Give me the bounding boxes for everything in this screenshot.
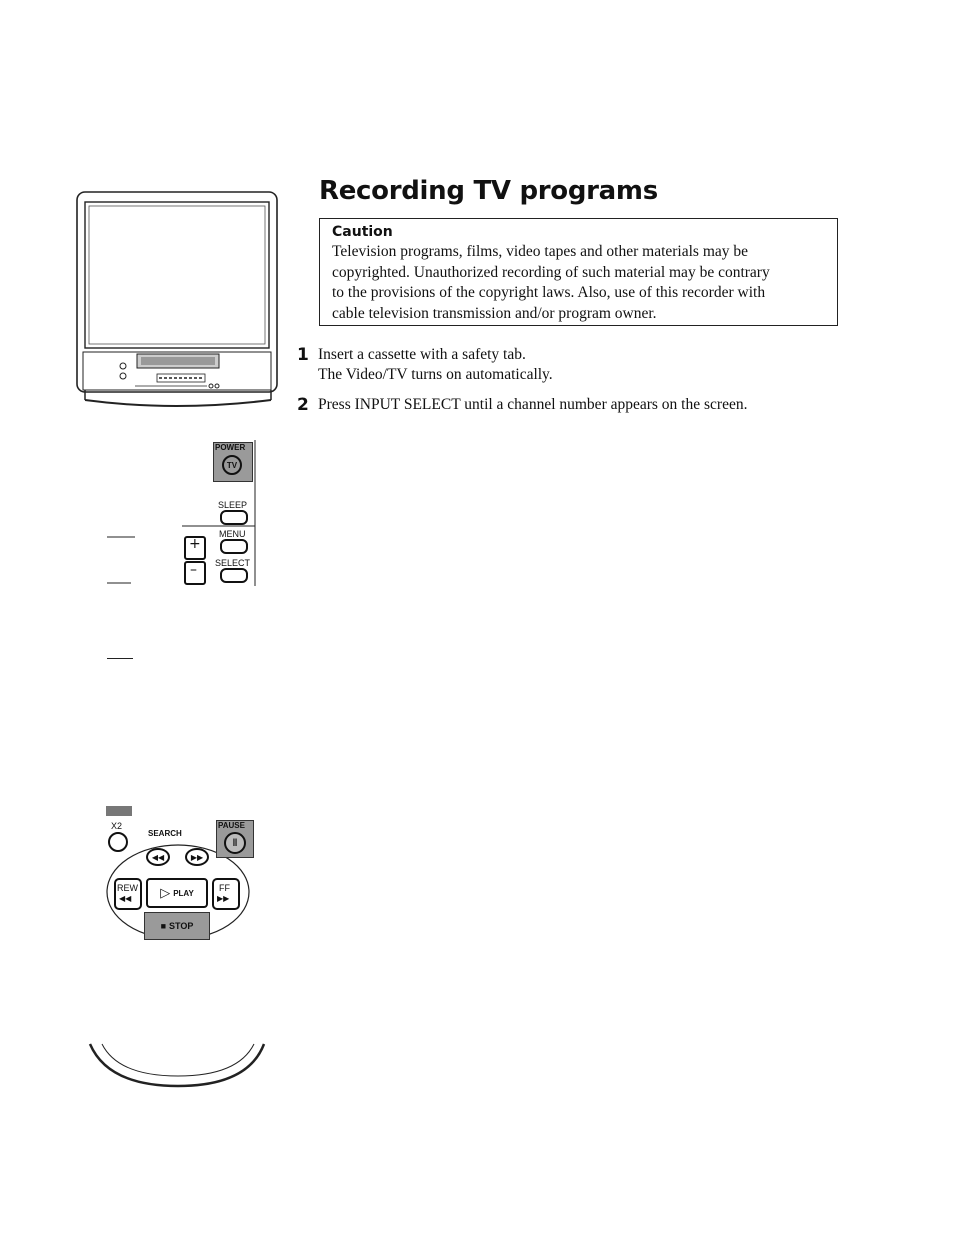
play-icon: ▷	[160, 885, 171, 900]
step-2: 2 Press INPUT SELECT until a channel num…	[297, 395, 857, 417]
caution-line: Television programs, films, video tapes …	[332, 243, 749, 260]
select-label: SELECT	[215, 558, 251, 568]
step-line: Press INPUT SELECT until a channel numbe…	[318, 396, 748, 413]
power-label: POWER	[215, 443, 246, 452]
rew-icon: ◀◀	[119, 894, 132, 903]
rew-label: REW	[117, 883, 138, 893]
step-number: 1	[297, 345, 309, 365]
pause-label: PAUSE	[218, 821, 245, 830]
sleep-label: SLEEP	[218, 500, 248, 510]
caution-body: Television programs, films, video tapes …	[332, 242, 827, 324]
step-number: 2	[297, 395, 309, 415]
stop-icon: ■	[160, 921, 167, 931]
channel-up-button[interactable]: +	[184, 536, 206, 560]
callout-line	[107, 658, 133, 659]
remote-base-outline	[88, 1043, 266, 1088]
tv-illustration	[76, 191, 278, 407]
power-button[interactable]: POWER TV	[213, 442, 253, 482]
search-label: SEARCH	[148, 829, 182, 838]
power-button-label: TV	[226, 460, 238, 470]
step-line: Insert a cassette with a safety tab.	[318, 346, 526, 363]
caution-box: Caution Television programs, films, vide…	[319, 218, 838, 326]
stop-button[interactable]: ■ STOP	[144, 912, 210, 940]
x2-button[interactable]	[108, 832, 128, 852]
remote-top-outline	[107, 440, 256, 586]
minus-icon: –	[190, 562, 197, 578]
plus-icon: +	[189, 536, 201, 552]
remote-top: POWER TV SLEEP MENU SELECT + –	[100, 440, 260, 590]
sleep-button[interactable]	[220, 510, 248, 525]
ff-icon: ▶▶	[217, 894, 230, 903]
caution-line: to the provisions of the copyright laws.…	[332, 284, 766, 301]
caution-line: cable television transmission and/or pro…	[332, 304, 657, 322]
menu-button[interactable]	[220, 539, 248, 554]
play-button[interactable]: ▷ PLAY	[146, 878, 208, 908]
search-rewind-button[interactable]: ◀◀	[146, 848, 170, 866]
ff-button[interactable]: FF ▶▶	[212, 878, 240, 910]
play-label: PLAY	[173, 888, 194, 898]
caution-heading: Caution	[332, 224, 393, 240]
channel-down-button[interactable]: –	[184, 561, 206, 585]
ff-label: FF	[219, 883, 230, 893]
fast-forward-icon: ▶▶	[190, 852, 204, 862]
step-1: 1 Insert a cassette with a safety tab. T…	[297, 345, 857, 387]
rewind-icon: ◀◀	[151, 852, 165, 862]
page-title: Recording TV programs	[319, 176, 658, 206]
pause-symbol-icon: ǁ	[232, 837, 238, 849]
pause-button[interactable]: PAUSE ǁ	[216, 820, 254, 858]
select-button[interactable]	[220, 568, 248, 583]
x2-label: X2	[111, 821, 123, 831]
pause-icon: ǁ	[224, 832, 246, 854]
stop-label: STOP	[169, 921, 194, 931]
step-line: The Video/TV turns on automatically.	[318, 366, 553, 383]
rew-button[interactable]: REW ◀◀	[114, 878, 142, 910]
remote-bottom: X2 SEARCH ◀◀ ▶▶ PAUSE ǁ REW ◀◀ ▷ PLAY FF…	[100, 800, 260, 945]
menu-label: MENU	[219, 529, 246, 539]
search-forward-button[interactable]: ▶▶	[185, 848, 209, 866]
caution-line: copyrighted. Unauthorized recording of s…	[332, 263, 770, 281]
power-icon: TV	[222, 455, 242, 475]
